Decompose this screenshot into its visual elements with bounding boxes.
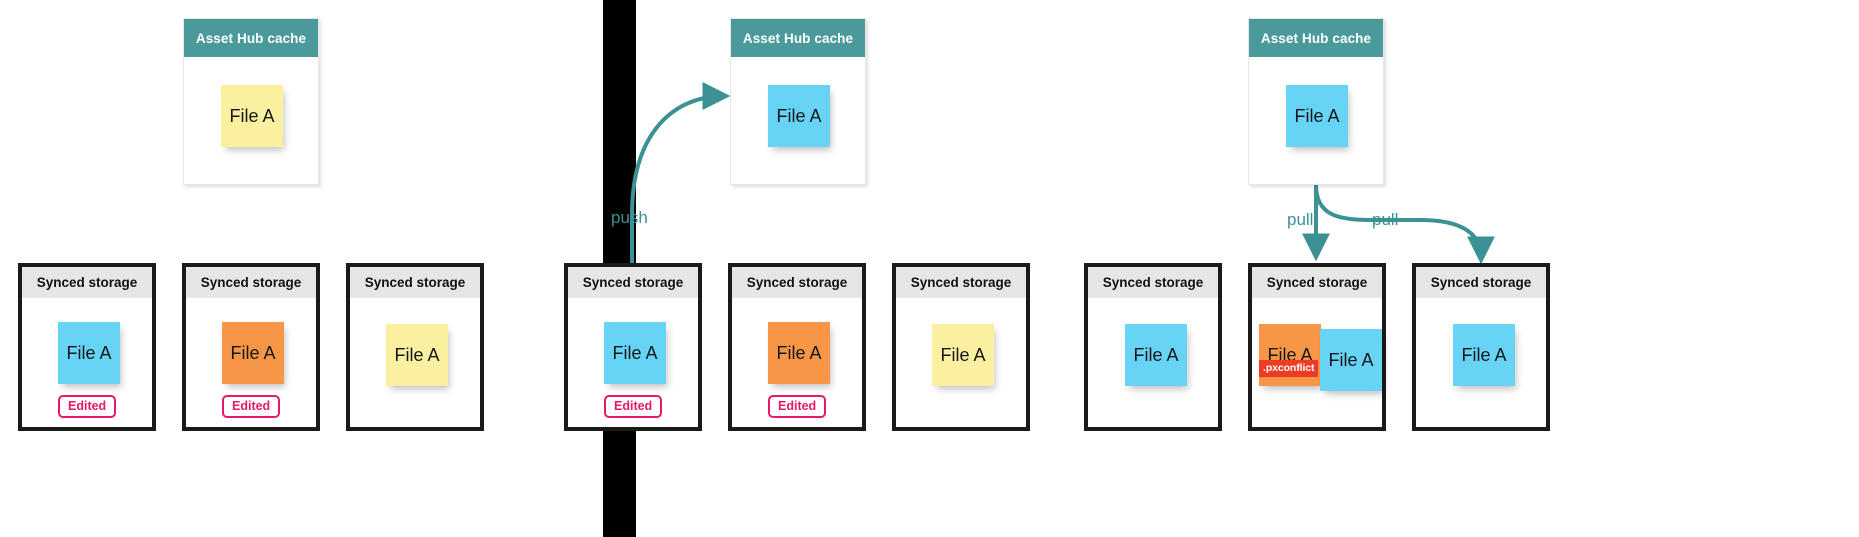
synced-storage-box: Synced storage File A Edited	[728, 263, 866, 431]
file-note[interactable]: File A	[386, 324, 448, 386]
file-note[interactable]: File A	[604, 322, 666, 384]
file-note-label: File A	[1294, 105, 1340, 126]
panel-initial-state: Asset Hub cache File A Synced storage Fi…	[0, 0, 603, 537]
file-note-label: File A	[229, 105, 275, 126]
file-note[interactable]: File A	[222, 322, 284, 384]
file-note-label: File A	[1133, 344, 1179, 365]
synced-storage-body: File A	[1416, 298, 1546, 427]
file-note[interactable]: File A	[221, 85, 283, 147]
synced-storage-box: Synced storage File A	[346, 263, 484, 431]
synced-storage-body: File A	[896, 298, 1026, 427]
status-badge-edited: Edited	[768, 395, 827, 418]
file-note-label: File A	[1461, 344, 1507, 365]
file-note[interactable]: File A	[932, 324, 994, 386]
file-note-label: File A	[66, 342, 112, 363]
panel-pull-conflict-state: pull pull Asset Hub cache File A Synced …	[1080, 0, 1859, 537]
file-note-label: File A	[1267, 344, 1313, 365]
file-note[interactable]: File A	[1453, 324, 1515, 386]
synced-storage-title: Synced storage	[1088, 267, 1218, 298]
file-note-label: File A	[776, 105, 822, 126]
file-note[interactable]: File A	[58, 322, 120, 384]
status-badge-edited: Edited	[604, 395, 663, 418]
asset-hub-cache-title: Asset Hub cache	[184, 19, 318, 57]
synced-storage-body: File A Edited	[22, 298, 152, 427]
file-note[interactable]: File A	[768, 85, 830, 147]
status-badge-edited: Edited	[58, 395, 117, 418]
status-badge-pxconflict: .pxconflict	[1259, 360, 1319, 377]
asset-hub-cache-body: File A	[1249, 57, 1383, 185]
asset-hub-cache-title: Asset Hub cache	[731, 19, 865, 57]
file-note[interactable]: File A	[1320, 329, 1382, 391]
synced-storage-title: Synced storage	[732, 267, 862, 298]
file-note-label: File A	[230, 342, 276, 363]
file-note-label: File A	[1328, 349, 1374, 370]
synced-storage-box: Synced storage File A	[1412, 263, 1550, 431]
file-note[interactable]: File A	[1286, 85, 1348, 147]
file-note-label: File A	[394, 344, 440, 365]
file-note[interactable]: File A	[768, 322, 830, 384]
status-badge-edited: Edited	[222, 395, 281, 418]
asset-hub-cache-title: Asset Hub cache	[1249, 19, 1383, 57]
synced-storage-box-conflict: Synced storage File A .pxconflict File A	[1248, 263, 1386, 431]
synced-storage-title: Synced storage	[1252, 267, 1382, 298]
synced-storage-title: Synced storage	[568, 267, 698, 298]
synced-storage-title: Synced storage	[896, 267, 1026, 298]
synced-storage-title: Synced storage	[1416, 267, 1546, 298]
synced-storage-body: File A .pxconflict File A	[1252, 298, 1382, 427]
synced-storage-box: Synced storage File A	[892, 263, 1030, 431]
asset-hub-cache-box: Asset Hub cache File A	[183, 18, 319, 185]
asset-hub-cache-body: File A	[184, 57, 318, 185]
asset-hub-cache-box: Asset Hub cache File A	[730, 18, 866, 185]
synced-storage-body: File A Edited	[568, 298, 698, 427]
synced-storage-body: File A	[1088, 298, 1218, 427]
synced-storage-title: Synced storage	[22, 267, 152, 298]
panel-push-state: push Asset Hub cache File A Synced stora…	[564, 0, 1248, 537]
synced-storage-body: File A	[350, 298, 480, 427]
file-note-label: File A	[776, 342, 822, 363]
synced-storage-box: Synced storage File A Edited	[182, 263, 320, 431]
synced-storage-box: Synced storage File A Edited	[564, 263, 702, 431]
file-note[interactable]: File A	[1125, 324, 1187, 386]
synced-storage-body: File A Edited	[186, 298, 316, 427]
pull-arrow-label-left: pull	[1287, 210, 1314, 229]
synced-storage-box: Synced storage File A Edited	[18, 263, 156, 431]
file-note-label: File A	[940, 344, 986, 365]
synced-storage-body: File A Edited	[732, 298, 862, 427]
pull-arrow-label-right: pull	[1372, 210, 1399, 229]
push-arrow-label: push	[611, 208, 648, 227]
synced-storage-title: Synced storage	[186, 267, 316, 298]
synced-storage-box: Synced storage File A	[1084, 263, 1222, 431]
asset-hub-cache-body: File A	[731, 57, 865, 185]
synced-storage-title: Synced storage	[350, 267, 480, 298]
asset-hub-cache-box: Asset Hub cache File A	[1248, 18, 1384, 185]
file-note-label: File A	[612, 342, 658, 363]
